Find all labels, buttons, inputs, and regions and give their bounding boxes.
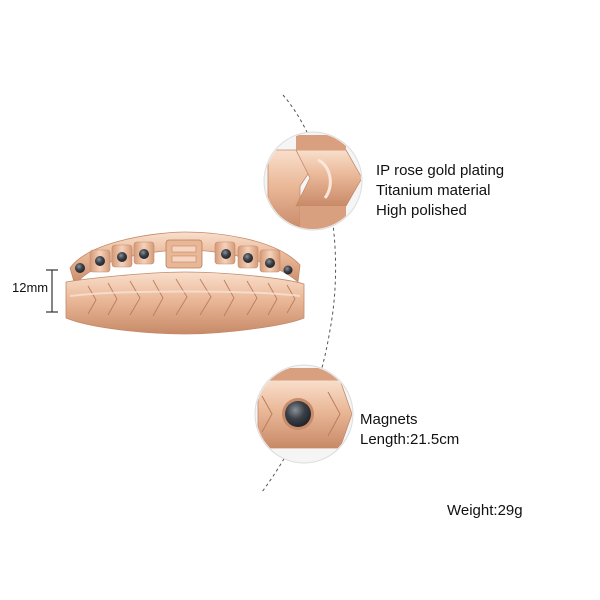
- detail-circle-magnet: [254, 364, 354, 464]
- spec-material: Titanium material: [376, 182, 491, 199]
- spec-plating: IP rose gold plating: [376, 162, 505, 179]
- spec-length: Length:21.5cm: [360, 431, 460, 448]
- detail-circle-plating: [263, 131, 363, 231]
- spec-finish: High polished: [376, 202, 467, 219]
- bracelet-image: [65, 231, 305, 335]
- spec-magnets: Magnets: [360, 411, 418, 428]
- spec-list-magnets: Magnets Length:21.5cm: [360, 410, 459, 450]
- spec-weight: Weight:29g: [447, 502, 523, 519]
- width-dimension-label: 12mm: [12, 280, 49, 295]
- dimension-bracket: [46, 269, 58, 313]
- spec-list-plating: IP rose gold plating Titanium material H…: [376, 161, 504, 221]
